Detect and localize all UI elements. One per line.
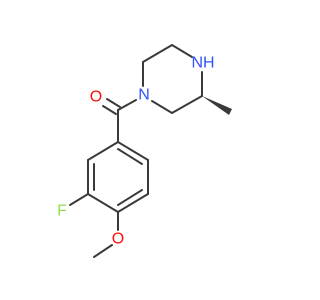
molecule-structure: O N NH F O (57, 44, 232, 258)
bond-aryl-inner-3 (117, 148, 143, 165)
bond-carbonyl-double-b (106, 98, 121, 108)
bond-carbonyl-double-a (102, 105, 117, 115)
atom-fluorine: F (57, 203, 67, 220)
atom-ring-nh: NH (191, 55, 214, 72)
bond-aryl-f (69, 193, 89, 206)
bond-aryl-6 (117, 141, 149, 161)
bond-ring-to-n (151, 100, 173, 114)
bond-aryl-3 (87, 193, 119, 213)
bond-o-methyl (93, 244, 113, 258)
bond-carbonyl-n (117, 99, 137, 111)
atom-carbonyl-oxygen: O (90, 89, 102, 106)
bond-ring-top (142, 44, 173, 63)
bond-aryl-1 (87, 141, 119, 161)
atom-amide-nitrogen: N (138, 87, 150, 104)
bond-chiral-to-ring (171, 95, 203, 114)
bond-methyl-wedge (202, 96, 232, 115)
bond-ring-to-nh (171, 44, 193, 58)
bond-aryl-inner-2 (117, 189, 143, 206)
atom-methoxy-oxygen: O (112, 231, 124, 248)
bond-aryl-4 (117, 193, 149, 213)
